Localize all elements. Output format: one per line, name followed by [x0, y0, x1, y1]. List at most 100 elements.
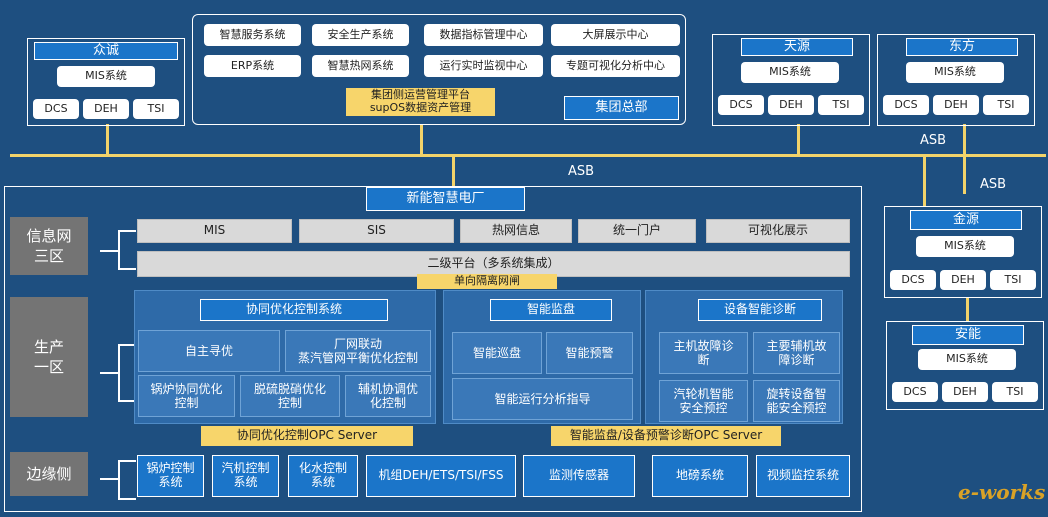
- device-diagnosis-title: 设备智能诊断: [698, 299, 822, 321]
- coop-item: 脱硫脱硝优化 控制: [240, 375, 340, 417]
- info-system: 统一门户: [578, 219, 696, 243]
- plant-title: 众诚: [34, 42, 178, 60]
- level2-platform: 二级平台（多系统集成）: [137, 251, 850, 277]
- dcs-box: DCS: [33, 99, 79, 119]
- isolation-gate: 单向隔离网闸: [417, 274, 557, 289]
- smart-plant-frame: [4, 186, 862, 512]
- bracket: [118, 460, 136, 462]
- monitor-item: 智能巡盘: [452, 332, 542, 374]
- dcs-box: DCS: [892, 382, 938, 402]
- zone-prod: 生产 一区: [10, 297, 88, 417]
- coop-item: 自主寻优: [138, 330, 280, 372]
- opc-server-right: 智能监盘/设备预警诊断OPC Server: [551, 426, 781, 446]
- coop-control-title: 协同优化控制系统: [200, 299, 388, 321]
- plant-title: 金源: [910, 210, 1022, 230]
- info-system: MIS: [137, 219, 292, 243]
- edge-system: 锅炉控制 系统: [137, 455, 204, 497]
- asb-main-bus: [10, 154, 1046, 157]
- connector-jinyuan-bus: [923, 156, 926, 206]
- tsi-box: TSI: [983, 95, 1029, 115]
- bracket: [118, 344, 136, 346]
- plant-anneng: 安能 MIS系统 DCS DEH TSI: [886, 321, 1044, 410]
- edge-system: 视频监控系统: [756, 455, 850, 497]
- connector-group: [420, 124, 423, 156]
- coop-item: 厂网联动 蒸汽管网平衡优化控制: [285, 330, 431, 372]
- connector-dongfang: [963, 124, 966, 194]
- monitor-item: 智能运行分析指导: [452, 378, 633, 420]
- bracket: [100, 478, 118, 480]
- asb-right-label-1: ASB: [920, 133, 947, 148]
- deh-box: DEH: [83, 99, 129, 119]
- coop-item: 辅机协调优 化控制: [345, 375, 431, 417]
- group-hq-panel: 智慧服务系统 安全生产系统 数据指标管理中心 大屏展示中心 ERP系统 智慧热网…: [192, 14, 686, 125]
- plant-title: 东方: [906, 38, 1018, 56]
- deh-box: DEH: [942, 382, 988, 402]
- diag-item: 旋转设备智 能安全预控: [753, 380, 840, 422]
- group-system: 智慧服务系统: [204, 24, 301, 46]
- group-hq-label: 集团总部: [564, 96, 679, 120]
- mis-system: MIS系统: [741, 62, 839, 83]
- info-system: 可视化展示: [706, 219, 850, 243]
- mis-system: MIS系统: [57, 66, 155, 87]
- zone-edge: 边缘侧: [10, 452, 88, 496]
- opc-server-left: 协同优化控制OPC Server: [201, 426, 413, 446]
- dcs-box: DCS: [890, 270, 936, 290]
- dcs-box: DCS: [718, 95, 764, 115]
- group-system: 安全生产系统: [312, 24, 409, 46]
- edge-system: 汽机控制 系统: [212, 455, 279, 497]
- diag-item: 主机故障诊 断: [659, 332, 748, 374]
- plant-title: 天源: [741, 38, 853, 56]
- diag-item: 汽轮机智能 安全预控: [659, 380, 748, 422]
- bracket: [100, 250, 118, 252]
- connector-jinyuan-anneng: [966, 298, 969, 322]
- connector-tianyuan: [797, 124, 800, 156]
- smart-monitor-title: 智能监盘: [490, 299, 612, 321]
- edge-system: 监测传感器: [523, 455, 635, 497]
- deh-box: DEH: [940, 270, 986, 290]
- connector-plant: [452, 156, 455, 186]
- mis-system: MIS系统: [916, 236, 1014, 257]
- smart-plant-title: 新能智慧电厂: [366, 187, 525, 211]
- tsi-box: TSI: [992, 382, 1038, 402]
- bracket: [100, 372, 118, 374]
- asb-main-label: ASB: [568, 164, 595, 179]
- platform-line-1: 集团侧运营管理平台: [371, 88, 470, 102]
- group-system: 运行实时监视中心: [424, 55, 543, 77]
- asb-right-label-2: ASB: [980, 177, 1007, 192]
- group-system: 智慧热网系统: [312, 55, 409, 77]
- bracket: [118, 344, 120, 402]
- edge-system: 化水控制 系统: [288, 455, 358, 497]
- tsi-box: TSI: [818, 95, 864, 115]
- bracket: [118, 460, 120, 500]
- mis-system: MIS系统: [906, 62, 1004, 83]
- tsi-box: TSI: [133, 99, 179, 119]
- bracket: [118, 400, 136, 402]
- bracket: [118, 230, 120, 270]
- group-system: ERP系统: [204, 55, 301, 77]
- platform-line-2: supOS数据资产管理: [369, 101, 472, 114]
- plant-zhongcheng: 众诚 MIS系统 DCS DEH TSI: [27, 38, 185, 126]
- edge-system: 机组DEH/ETS/TSI/FSS: [366, 455, 516, 497]
- group-system: 大屏展示中心: [551, 24, 680, 46]
- bracket: [118, 498, 136, 500]
- group-platform: 集团侧运营管理平台 supOS数据资产管理: [346, 88, 495, 116]
- dcs-box: DCS: [883, 95, 929, 115]
- connector-zhongcheng: [106, 124, 109, 156]
- info-system: 热网信息: [460, 219, 572, 243]
- coop-item: 锅炉协同优化 控制: [138, 375, 235, 417]
- deh-box: DEH: [768, 95, 814, 115]
- eworks-watermark: e-works: [958, 480, 1046, 504]
- tsi-box: TSI: [990, 270, 1036, 290]
- bracket: [118, 268, 136, 270]
- zone-info: 信息网 三区: [10, 217, 88, 275]
- deh-box: DEH: [933, 95, 979, 115]
- plant-title: 安能: [912, 325, 1024, 345]
- bracket: [118, 230, 136, 232]
- plant-tianyuan: 天源 MIS系统 DCS DEH TSI: [712, 34, 870, 126]
- group-system: 专题可视化分析中心: [551, 55, 680, 77]
- mis-system: MIS系统: [918, 349, 1016, 370]
- diag-item: 主要辅机故 障诊断: [753, 332, 840, 374]
- monitor-item: 智能预警: [546, 332, 633, 374]
- plant-dongfang: 东方 MIS系统 DCS DEH TSI: [877, 34, 1035, 126]
